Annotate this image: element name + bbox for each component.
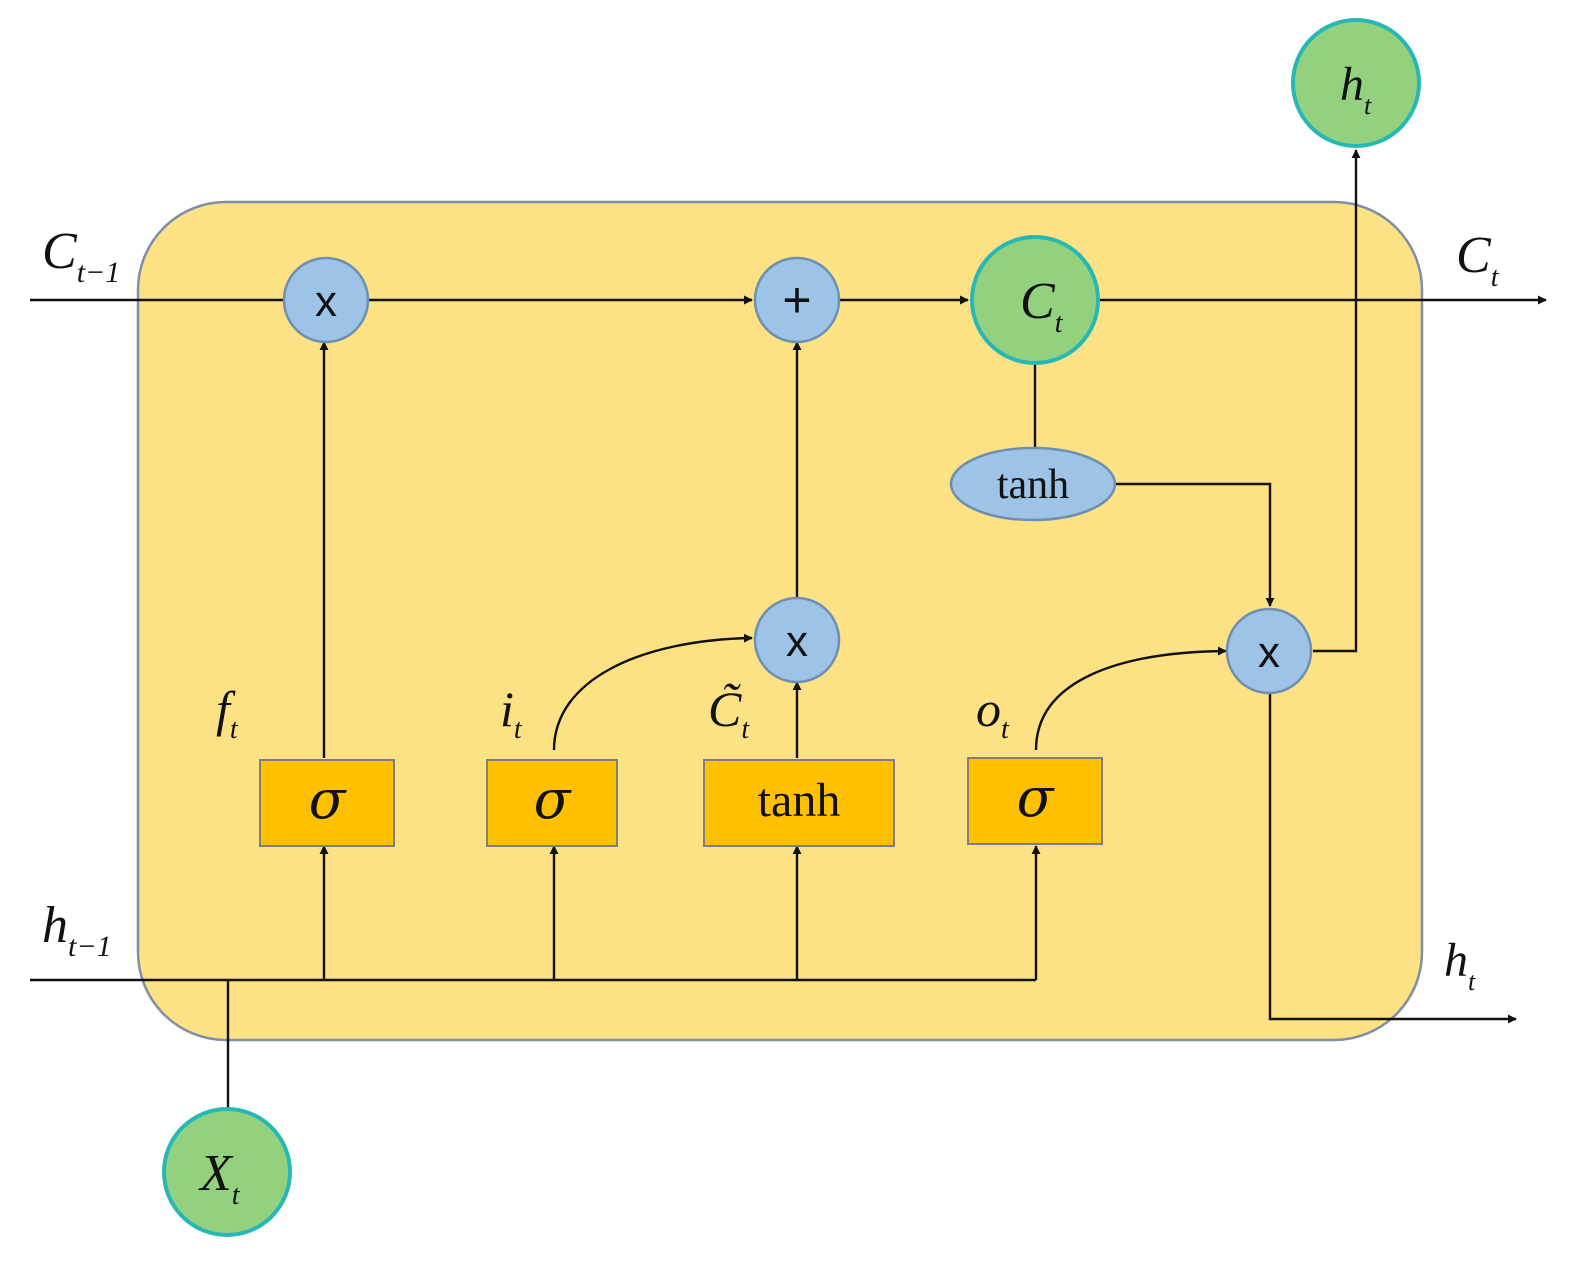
forget-gate: σ	[259, 759, 395, 847]
h-prev-label: ht−1	[42, 897, 112, 963]
wire-tanh-to-output-mul	[1116, 482, 1275, 607]
xt-input-node: Xt	[162, 1107, 292, 1237]
xt-input-label: Xt	[198, 1145, 241, 1211]
c-prev-label: Ct−1	[42, 223, 120, 289]
wires	[30, 149, 1547, 1110]
ht-right-output-label: ht	[1444, 934, 1476, 996]
forget-multiply-node: x	[282, 256, 370, 344]
candidate-gate-label: C̃t	[708, 681, 750, 745]
output-gate: σ	[967, 757, 1103, 845]
add-symbol: +	[782, 272, 811, 328]
output-multiply-symbol: x	[1258, 628, 1280, 677]
wire-output-mul-to-ht-right	[1268, 692, 1517, 1024]
cell-state-label: Ct	[1020, 273, 1064, 339]
cell-tanh-label: tanh	[997, 462, 1069, 508]
ct-output-label: Ct	[1456, 227, 1500, 293]
output-gate-fn: σ	[1017, 766, 1056, 829]
add-node: +	[753, 256, 841, 344]
output-gate-label: ot	[976, 681, 1010, 745]
wire-output-mul-to-ht-top	[1313, 149, 1361, 653]
ht-top-output-node: ht	[1291, 18, 1421, 148]
wire-output-gate-to-mul	[1034, 646, 1227, 751]
candidate-gate: tanh	[703, 759, 895, 847]
cell-state-node: Ct	[970, 235, 1100, 365]
forget-gate-fn: σ	[309, 768, 348, 831]
candidate-gate-fn: tanh	[758, 774, 841, 827]
input-gate: σ	[486, 759, 618, 847]
ht-top-output-label: ht	[1340, 58, 1372, 120]
input-gate-label: it	[500, 681, 523, 745]
input-multiply-node: x	[753, 596, 841, 684]
input-multiply-symbol: x	[786, 617, 808, 666]
input-gate-fn: σ	[534, 768, 573, 831]
forget-multiply-symbol: x	[315, 277, 337, 326]
wire-input-gate-to-mul	[552, 633, 753, 751]
cell-tanh-node: tanh	[949, 446, 1117, 522]
output-multiply-node: x	[1225, 607, 1313, 695]
